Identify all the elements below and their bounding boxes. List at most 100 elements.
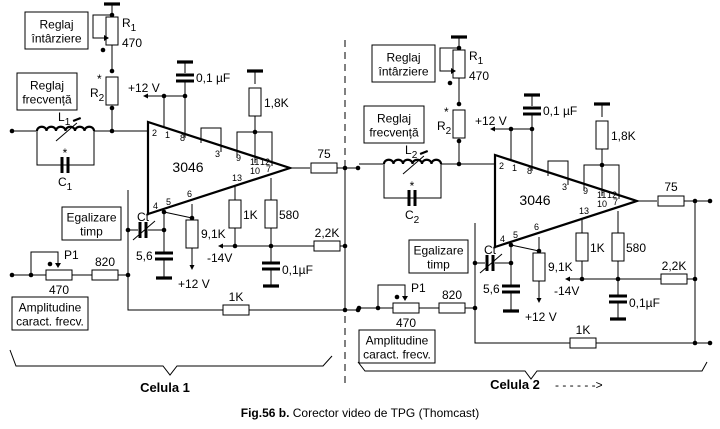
c-capacitor <box>60 157 70 173</box>
box-line-1: Egalizare <box>66 211 116 225</box>
r-75-output <box>657 195 685 207</box>
cell-brackets <box>9 349 708 380</box>
box-line-2: frecvență <box>369 126 419 140</box>
pin-label: 9 <box>583 186 588 196</box>
r-2k2-feedback <box>660 273 688 285</box>
pin-label: 8 <box>180 133 185 143</box>
box-line-1: Reglaj <box>30 79 64 93</box>
cell-1-brace <box>9 349 333 376</box>
pin-label: 6 <box>534 222 539 232</box>
wire <box>163 211 193 219</box>
box-line-2: frecvență <box>22 93 72 107</box>
p1-value: 470 <box>396 316 416 330</box>
box-frame <box>363 105 425 144</box>
p1-label: P1 <box>411 281 426 295</box>
box-line-1: Reglaj <box>39 18 73 32</box>
cap-top-label: 0,1 µF <box>543 104 577 118</box>
ct-label: Ct <box>484 243 497 257</box>
inter-cell-wiring <box>249 40 713 385</box>
wire <box>383 164 442 199</box>
wire <box>127 190 223 311</box>
junction-dot <box>447 80 453 86</box>
junction-dot <box>707 198 713 204</box>
r-1k-bottom <box>569 337 597 349</box>
tuning-arrow-icon <box>55 122 78 142</box>
ct-trimmer-capacitor <box>138 222 148 238</box>
decoupling-capacitor <box>176 73 194 83</box>
box-line-2: întârziere <box>377 65 428 79</box>
arrow-icon <box>536 298 542 303</box>
r-9k1 <box>532 252 546 282</box>
r1-potentiometer <box>105 16 119 46</box>
box-line-1: Amplitudine <box>19 301 82 315</box>
ct-trimmer-capacitor <box>485 255 495 271</box>
tuning-arrow-head <box>419 149 429 156</box>
r1-potentiometer <box>452 49 466 79</box>
junction-dot <box>456 101 462 107</box>
continuation-arrow: - - - - - -> <box>555 378 603 392</box>
tuning-arrow-head <box>72 116 82 123</box>
c-5p6 <box>155 251 173 261</box>
r2-star: * <box>444 105 449 119</box>
wiper-arrow-icon <box>55 263 61 268</box>
r2-star: * <box>97 72 102 86</box>
figure-caption: Fig.56 b. Corector video de TPG (Thomcas… <box>241 406 480 420</box>
pin-label: 1 <box>512 163 517 173</box>
box-frame <box>24 11 89 50</box>
box-line-2: timp <box>427 258 450 272</box>
box-line-1: Amplitudine <box>366 334 429 348</box>
r-75-label: 75 <box>317 147 331 161</box>
r-1k-bottom <box>222 304 250 316</box>
box-line-2: caract. frecv. <box>363 348 431 362</box>
supply-neg-label: -14V <box>554 284 579 298</box>
pin-label: 3 <box>215 149 220 159</box>
r-1k-pin13-label: 1K <box>243 208 258 222</box>
wire <box>510 244 540 252</box>
arrow-icon <box>189 265 195 270</box>
pin-label: 7 <box>266 164 271 174</box>
box-line-1: Reglaj <box>386 51 420 65</box>
arrow-icon <box>490 126 495 132</box>
l-label: L2 <box>405 143 418 161</box>
pin-label: 4 <box>153 201 158 211</box>
r2-label: R2 <box>437 119 452 137</box>
p1-label: P1 <box>64 248 79 262</box>
cell-1: R1470Reglajîntârziere*R2ReglajfrecvențăL… <box>9 2 341 331</box>
r-820 <box>438 302 466 314</box>
ct-label: Ct <box>137 210 150 224</box>
c-star: * <box>410 179 415 193</box>
r1-value: 470 <box>469 69 489 83</box>
r1-value: 470 <box>122 36 142 50</box>
pin-label: 5 <box>166 197 171 207</box>
r-820-label: 820 <box>95 255 115 269</box>
r2-label: R2 <box>90 86 105 104</box>
box-frame <box>358 329 436 364</box>
box-line-1: Reglaj <box>377 112 411 126</box>
pin-label: 3 <box>562 182 567 192</box>
pin-label: 2 <box>499 161 504 171</box>
wiper-arrow-icon <box>104 35 109 41</box>
c-label: C2 <box>405 208 420 226</box>
junction-dot <box>355 165 361 171</box>
box-line-2: timp <box>80 225 103 239</box>
p1-value: 470 <box>49 283 69 297</box>
wiper-arrow-icon <box>451 68 456 74</box>
decoupling-capacitor <box>523 106 541 116</box>
trimmer-arrow-icon <box>479 253 503 274</box>
r-1k8-label: 1,8K <box>264 96 289 110</box>
p1-potentiometer <box>392 302 420 314</box>
arrow-icon <box>565 276 570 282</box>
r-2k2-feedback <box>313 240 341 252</box>
supply-pos-label: +12 V <box>475 114 507 128</box>
inductor-coil <box>35 125 96 132</box>
junction-dot <box>355 307 361 313</box>
cell-2: R1470Reglajîntârziere*R2ReglajfrecvențăL… <box>356 35 688 364</box>
